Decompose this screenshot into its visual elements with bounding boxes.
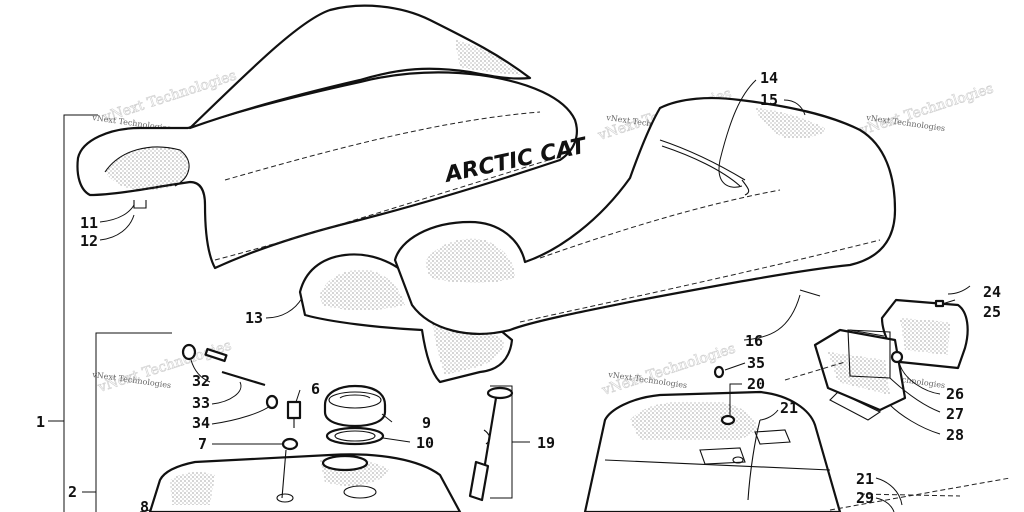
- storage-tray: [583, 390, 842, 512]
- clamp-32: [181, 343, 228, 363]
- callout-11: 11: [80, 214, 98, 232]
- group-1-bracket: [48, 114, 98, 512]
- callout-34: 34: [192, 414, 210, 432]
- bulb-26: [890, 350, 904, 364]
- callout-29: 29: [856, 489, 874, 507]
- callout-32: 32: [192, 372, 210, 390]
- callout-8: 8: [140, 498, 149, 512]
- callout-33: 33: [192, 394, 210, 412]
- washer-20: [720, 414, 744, 464]
- callout-10: 10: [416, 434, 434, 452]
- callout-9: 9: [422, 414, 431, 432]
- fuel-cap-9: [323, 384, 387, 428]
- callout-25: 25: [983, 303, 1001, 321]
- clamp-34: [265, 394, 279, 410]
- hose-33: [221, 370, 266, 387]
- callout-27: 27: [946, 405, 964, 423]
- callout-14: 14: [760, 69, 778, 87]
- hose-fitting-6: [286, 400, 302, 428]
- fuel-tank: [148, 453, 462, 512]
- leader-lines: [99, 79, 971, 512]
- callout-28: 28: [946, 426, 964, 444]
- cap-gasket-10: [325, 426, 385, 446]
- callout-35: 35: [747, 354, 765, 372]
- callout-15: 15: [760, 91, 778, 109]
- clamp-7: [281, 437, 299, 499]
- fuel-sender-19: [468, 385, 530, 502]
- screw-24: [934, 299, 956, 308]
- seat-assembly-right: [393, 96, 897, 335]
- callout-7: 7: [198, 435, 207, 453]
- cable-21: [747, 419, 761, 501]
- bolt-35: [713, 365, 725, 379]
- seat-assembly-left: ARCTIC CAT: [76, 4, 590, 270]
- callout-24: 24: [983, 283, 1001, 301]
- group-2-bracket: [82, 332, 172, 512]
- callout-20: 20: [747, 375, 765, 393]
- callout-13: 13: [245, 309, 263, 327]
- callout-1: 1: [36, 413, 45, 431]
- callout-19: 19: [537, 434, 555, 452]
- callout-2: 2: [68, 483, 77, 501]
- callout-16: 16: [745, 332, 763, 350]
- callout-21-upper: 21: [780, 399, 798, 417]
- callout-21-lower: 21: [856, 470, 874, 488]
- callout-12: 12: [80, 232, 98, 250]
- taillight-lens-25: [880, 298, 969, 370]
- callout-26: 26: [946, 385, 964, 403]
- callout-6: 6: [311, 380, 320, 398]
- callout-labels: 1 2 6 7 8 9 10 11 12 13 14 15 16 19 20 2…: [36, 69, 1001, 512]
- dashed-outline: [784, 361, 1011, 511]
